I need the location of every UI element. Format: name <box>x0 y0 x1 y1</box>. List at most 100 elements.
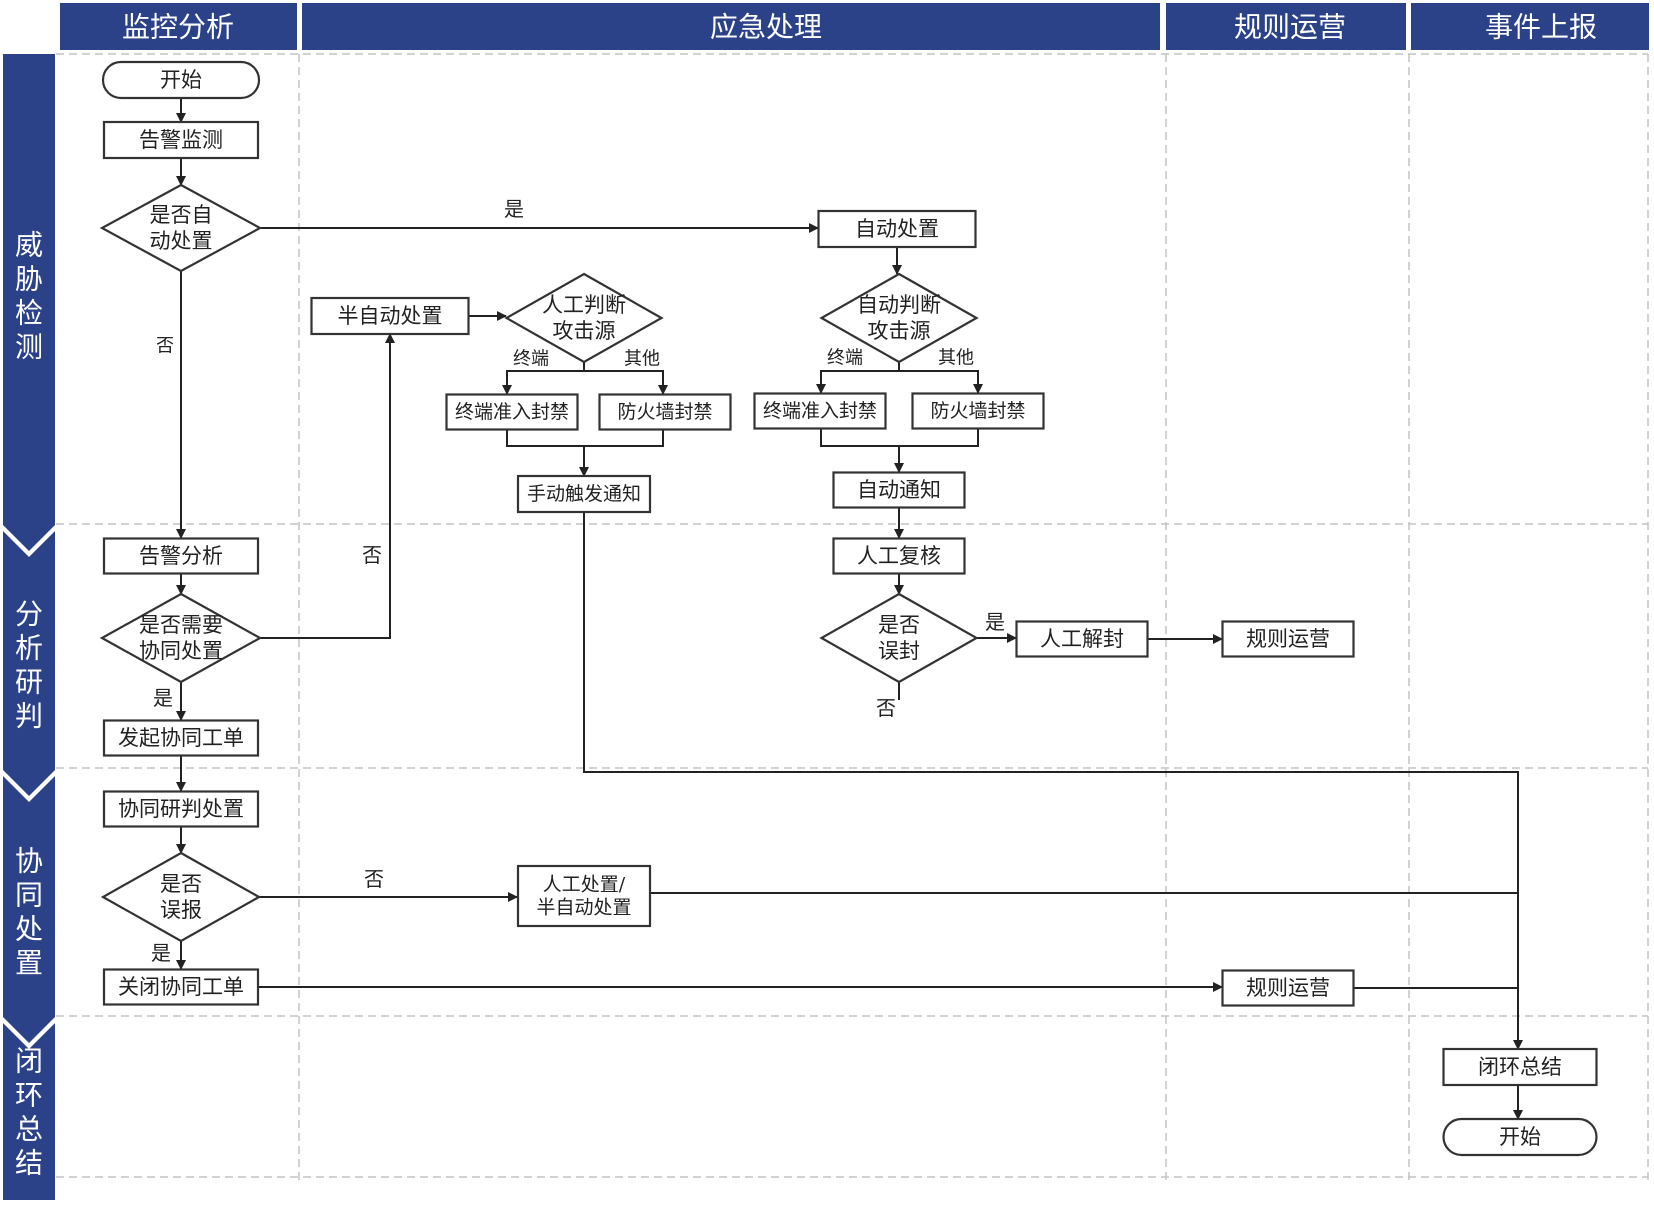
node-label: 自动通知 <box>857 478 941 502</box>
column-label: 监控分析 <box>122 11 234 44</box>
process-box <box>516 864 652 928</box>
column-label: 应急处理 <box>710 11 822 44</box>
column-label: 事件上报 <box>1485 11 1597 44</box>
decision-diamond <box>819 272 979 364</box>
edge-label: 否 <box>156 336 174 357</box>
node-end: 开始 <box>1442 1117 1598 1157</box>
node-label: 人工处置/ <box>543 874 626 896</box>
edge-label: 终端 <box>827 348 863 369</box>
edge-terminal_block_1-to-manual_notify <box>506 430 585 476</box>
decision-diamond <box>100 851 262 943</box>
process-box <box>1221 620 1355 658</box>
edge-manual_judge-to-firewall_block_1 <box>583 362 668 395</box>
process-box <box>911 392 1045 430</box>
row-header-cooperate <box>3 776 55 1043</box>
row-header-close <box>3 1023 55 1200</box>
row-label-char: 测 <box>15 331 43 364</box>
edge-firewall_block_1-to-manual_notify <box>579 430 664 477</box>
node-label: 攻击源 <box>553 319 616 343</box>
lane-grid <box>56 53 1649 1180</box>
node-manual-unblock: 人工解封 <box>1015 620 1149 658</box>
row-label-char: 同 <box>15 879 43 912</box>
process-box <box>832 537 966 575</box>
process-box <box>817 209 977 249</box>
decision-diamond <box>819 592 979 684</box>
node-label: 手动触发通知 <box>527 483 641 505</box>
node-label: 告警分析 <box>139 544 223 568</box>
node-terminal-block-2: 终端准入封禁 <box>753 392 887 430</box>
process-box <box>102 719 260 757</box>
process-box <box>832 471 966 509</box>
column-header-report: 事件上报 <box>1411 3 1649 50</box>
terminal-shape <box>1442 1117 1598 1157</box>
node-label: 误报 <box>160 898 202 922</box>
node-label: 是否自 <box>150 203 213 227</box>
decision-diamond <box>504 272 664 364</box>
node-label: 终端准入封禁 <box>763 400 877 422</box>
node-auto-handle: 自动处置 <box>817 209 977 249</box>
node-label: 规则运营 <box>1246 976 1330 1000</box>
node-label: 协同处置 <box>139 639 223 663</box>
process-box <box>1015 620 1149 658</box>
row-label-char: 析 <box>15 632 43 665</box>
row-header-analyze <box>3 531 55 796</box>
terminal-shape <box>101 60 261 100</box>
row-label-char: 研 <box>15 666 43 699</box>
node-label: 半自动处置 <box>536 897 631 919</box>
edge-label: 否 <box>362 543 382 567</box>
node-label: 终端准入封禁 <box>455 401 569 423</box>
edge-label: 是 <box>153 686 173 710</box>
node-label: 防火墙封禁 <box>930 400 1025 422</box>
row-label-char: 胁 <box>15 263 43 296</box>
process-box <box>1221 969 1355 1007</box>
process-box <box>102 790 260 828</box>
row-label-char: 置 <box>15 947 43 980</box>
edge-label: 是 <box>151 941 171 965</box>
column-header-monitor: 监控分析 <box>60 3 297 50</box>
process-box <box>753 392 887 430</box>
process-box <box>598 393 732 431</box>
node-label: 防火墙封禁 <box>617 401 712 423</box>
row-label-close: 闭环总结 <box>15 1045 43 1180</box>
node-manual-notify: 手动触发通知 <box>516 474 652 514</box>
node-label: 动处置 <box>150 229 213 253</box>
node-label: 是否 <box>160 872 202 896</box>
edge-firewall_block_2-to-auto_notify <box>894 429 979 473</box>
node-coop-handle: 协同研判处置 <box>102 790 260 828</box>
row-header-detect <box>3 54 55 551</box>
node-terminal-block-1: 终端准入封禁 <box>445 393 579 431</box>
node-alert-monitor: 告警监测 <box>102 120 260 160</box>
row-label-char: 威 <box>15 229 43 262</box>
node-create-ticket: 发起协同工单 <box>102 719 260 757</box>
node-label: 自动判断 <box>857 293 941 317</box>
node-manual-semi: 人工处置/半自动处置 <box>516 864 652 928</box>
node-label: 人工解封 <box>1040 627 1124 651</box>
node-label: 误封 <box>878 639 920 663</box>
process-box <box>445 393 579 431</box>
edge-label: 终端 <box>513 349 549 370</box>
row-label-char: 闭 <box>15 1045 43 1078</box>
edge-label: 其他 <box>938 348 974 369</box>
row-label-char: 结 <box>15 1147 43 1180</box>
node-label: 开始 <box>1499 1125 1541 1149</box>
node-firewall-block-1: 防火墙封禁 <box>598 393 732 431</box>
edge-labels: 是否终端其他终端其他是否否是否是 <box>151 197 1005 965</box>
decision-diamond <box>99 592 263 684</box>
node-label: 是否需要 <box>139 613 223 637</box>
node-rule-ops-1: 规则运营 <box>1221 620 1355 658</box>
row-label-char: 协 <box>15 845 43 878</box>
edge-label: 否 <box>364 867 384 891</box>
row-label-char: 总 <box>15 1113 43 1146</box>
process-box <box>102 537 260 575</box>
node-label: 人工判断 <box>542 293 626 317</box>
node-label: 发起协同工单 <box>118 726 244 750</box>
edge-coop_decision-to-semi_auto <box>260 333 395 639</box>
